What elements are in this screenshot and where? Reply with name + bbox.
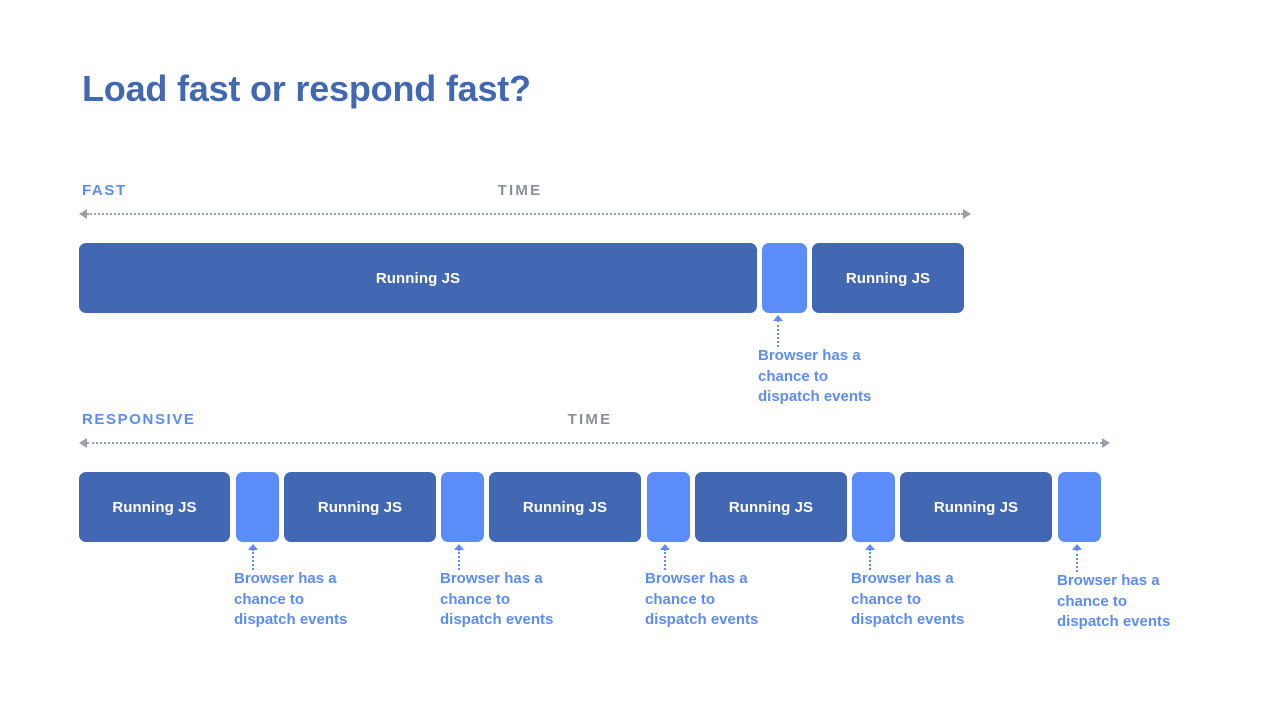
browser-gap-block (1058, 472, 1101, 542)
axis-dotted-line (87, 442, 1102, 444)
timeline-track-fast: Running JS Running JS (0, 243, 1276, 313)
callout-leader-line (773, 315, 783, 347)
axis-arrow-left-icon (79, 209, 87, 219)
axis-arrow-right-icon (963, 209, 971, 219)
running-js-block: Running JS (695, 472, 847, 542)
callout-dotted-stem (664, 549, 666, 570)
callout-leader-line (454, 544, 464, 570)
axis-arrow-left-icon (79, 438, 87, 448)
callout-arrow-up-icon (865, 544, 875, 550)
callout-arrow-up-icon (454, 544, 464, 550)
browser-gap-block (441, 472, 484, 542)
axis-arrow-right-icon (1102, 438, 1110, 448)
browser-gap-block (236, 472, 279, 542)
callout-leader-line (660, 544, 670, 570)
timeline-track-responsive: Running JS Running JS Running JS Running JS… (0, 472, 1276, 542)
block-label: Running JS (728, 498, 814, 516)
callout-arrow-up-icon (660, 544, 670, 550)
block-label: Running JS (375, 269, 461, 287)
callout-leader-line (1072, 544, 1082, 572)
callout-arrow-up-icon (773, 315, 783, 321)
browser-gap-block (852, 472, 895, 542)
row-label-responsive: RESPONSIVE (82, 411, 196, 428)
callout-dotted-stem (458, 549, 460, 570)
callout-text: Browser has a chance to dispatch events (645, 570, 759, 628)
block-label: Running JS (933, 498, 1019, 516)
callout-text: Browser has a chance to dispatch events (1057, 572, 1171, 630)
running-js-block: Running JS (79, 243, 757, 313)
callout-text: Browser has a chance to dispatch events (851, 570, 965, 628)
page-title: Load fast or respond fast? (82, 68, 531, 109)
callout-arrow-up-icon (1072, 544, 1082, 550)
callout-dotted-stem (1076, 549, 1078, 572)
browser-gap-block (762, 243, 807, 313)
callout-text: Browser has a chance to dispatch events (234, 570, 348, 628)
callout-text: Browser has a chance to dispatch events (440, 570, 554, 628)
time-axis-label-fast: TIME (497, 182, 543, 199)
callout-dotted-stem (869, 549, 871, 570)
running-js-block: Running JS (284, 472, 436, 542)
block-label: Running JS (317, 498, 403, 516)
block-label: Running JS (112, 498, 197, 516)
callout-text: Browser has a chance to dispatch events (758, 347, 872, 405)
browser-gap-block (647, 472, 690, 542)
time-axis-fast (79, 209, 971, 219)
callout-arrow-up-icon (248, 544, 258, 550)
callout-dotted-stem (777, 320, 779, 347)
running-js-block: Running JS (900, 472, 1052, 542)
running-js-block: Running JS (489, 472, 641, 542)
running-js-block: Running JS (812, 243, 964, 313)
callout-leader-line (248, 544, 258, 570)
block-label: Running JS (845, 269, 931, 287)
callout-dotted-stem (252, 549, 254, 570)
axis-dotted-line (87, 213, 963, 215)
callout-leader-line (865, 544, 875, 570)
time-axis-label-responsive: TIME (567, 411, 613, 428)
running-js-block: Running JS (79, 472, 230, 542)
row-label-fast: FAST (82, 182, 127, 199)
block-label: Running JS (522, 498, 608, 516)
time-axis-responsive (79, 438, 1110, 448)
